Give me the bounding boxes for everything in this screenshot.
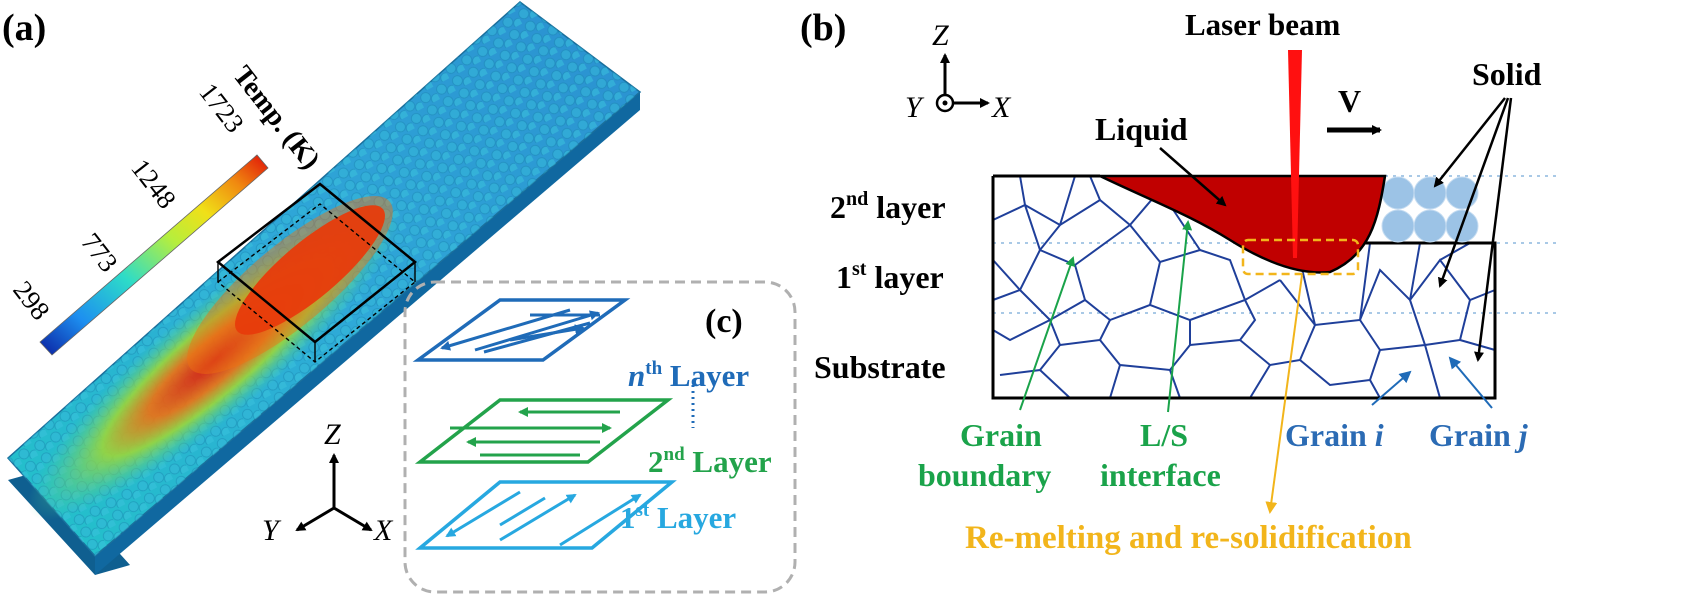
solid-pointer-2 bbox=[1438, 97, 1510, 288]
grain-i-pointer bbox=[1371, 370, 1412, 406]
panel-c: (c) nth Layer 2nd Layer bbox=[403, 280, 797, 594]
axis-x-label-b: X bbox=[991, 91, 1012, 124]
colorbar-tick-298: 298 bbox=[7, 275, 56, 325]
grain-i-label: Grain i bbox=[1285, 417, 1384, 453]
colorbar-tick-773: 773 bbox=[75, 227, 124, 277]
panel-b: (b) Z Y X bbox=[800, 7, 1560, 556]
axes-triad-b: Z Y X bbox=[905, 19, 1012, 124]
nth-layer-scan-plate bbox=[412, 298, 631, 362]
remelting-label: Re-melting and re-solidification bbox=[965, 520, 1412, 556]
panel-c-label: (c) bbox=[705, 303, 743, 340]
powder-particles bbox=[1381, 176, 1479, 243]
liquid-label: Liquid bbox=[1095, 111, 1188, 147]
grain-j-pointer bbox=[1448, 356, 1493, 409]
ls-interface-label-1: L/S bbox=[1140, 417, 1188, 453]
axis-z-label: Z bbox=[324, 418, 341, 451]
grain-boundary-label-1: Grain bbox=[960, 417, 1042, 453]
axis-z-label-b: Z bbox=[932, 19, 949, 52]
panel-a: (a) Temp. (K) 1723 1248 773 bbox=[2, 1, 642, 575]
second-layer-label: 2nd Layer bbox=[648, 444, 772, 479]
solid-label: Solid bbox=[1472, 56, 1542, 92]
panel-c-frame bbox=[403, 280, 797, 594]
velocity-label: V bbox=[1338, 83, 1361, 119]
layer-outline bbox=[991, 174, 1497, 400]
solid-pointer-3 bbox=[1474, 97, 1513, 362]
ls-interface-label-2: interface bbox=[1100, 457, 1221, 493]
axis-x-label: X bbox=[373, 514, 394, 547]
first-layer-scan-plate bbox=[415, 480, 677, 550]
grain-boundaries bbox=[992, 175, 1496, 399]
laser-beam-label: Laser beam bbox=[1185, 7, 1340, 42]
panel-a-label: (a) bbox=[2, 7, 46, 49]
remelting-pointer bbox=[1265, 274, 1303, 514]
first-layer-label: 1st Layer bbox=[620, 500, 736, 535]
laser-beam bbox=[1288, 50, 1302, 258]
nth-layer-label: nth Layer bbox=[628, 358, 749, 393]
panel-b-label: (b) bbox=[800, 7, 846, 49]
layer-1-label: 1st layer bbox=[836, 258, 944, 295]
substrate-label: Substrate bbox=[814, 349, 946, 385]
grain-boundary-label-2: boundary bbox=[918, 457, 1051, 493]
ls-interface-pointer bbox=[1167, 220, 1193, 413]
second-layer-scan-plate bbox=[414, 398, 674, 464]
melt-track-slab bbox=[6, 1, 642, 575]
axis-y-label-b: Y bbox=[905, 91, 925, 124]
axes-triad-a: Z Y X bbox=[262, 418, 394, 547]
axis-y-label: Y bbox=[262, 514, 282, 547]
solid-pointer-1 bbox=[1433, 97, 1506, 188]
layer-2-label: 2nd layer bbox=[830, 188, 946, 225]
melt-pool bbox=[1099, 174, 1387, 274]
grain-j-label: Grain j bbox=[1429, 417, 1528, 453]
colorbar-tick-1248: 1248 bbox=[125, 153, 182, 214]
liquid-pointer bbox=[1159, 147, 1227, 207]
grain-boundary-pointer bbox=[1019, 256, 1076, 411]
remelting-zone bbox=[1241, 238, 1360, 276]
